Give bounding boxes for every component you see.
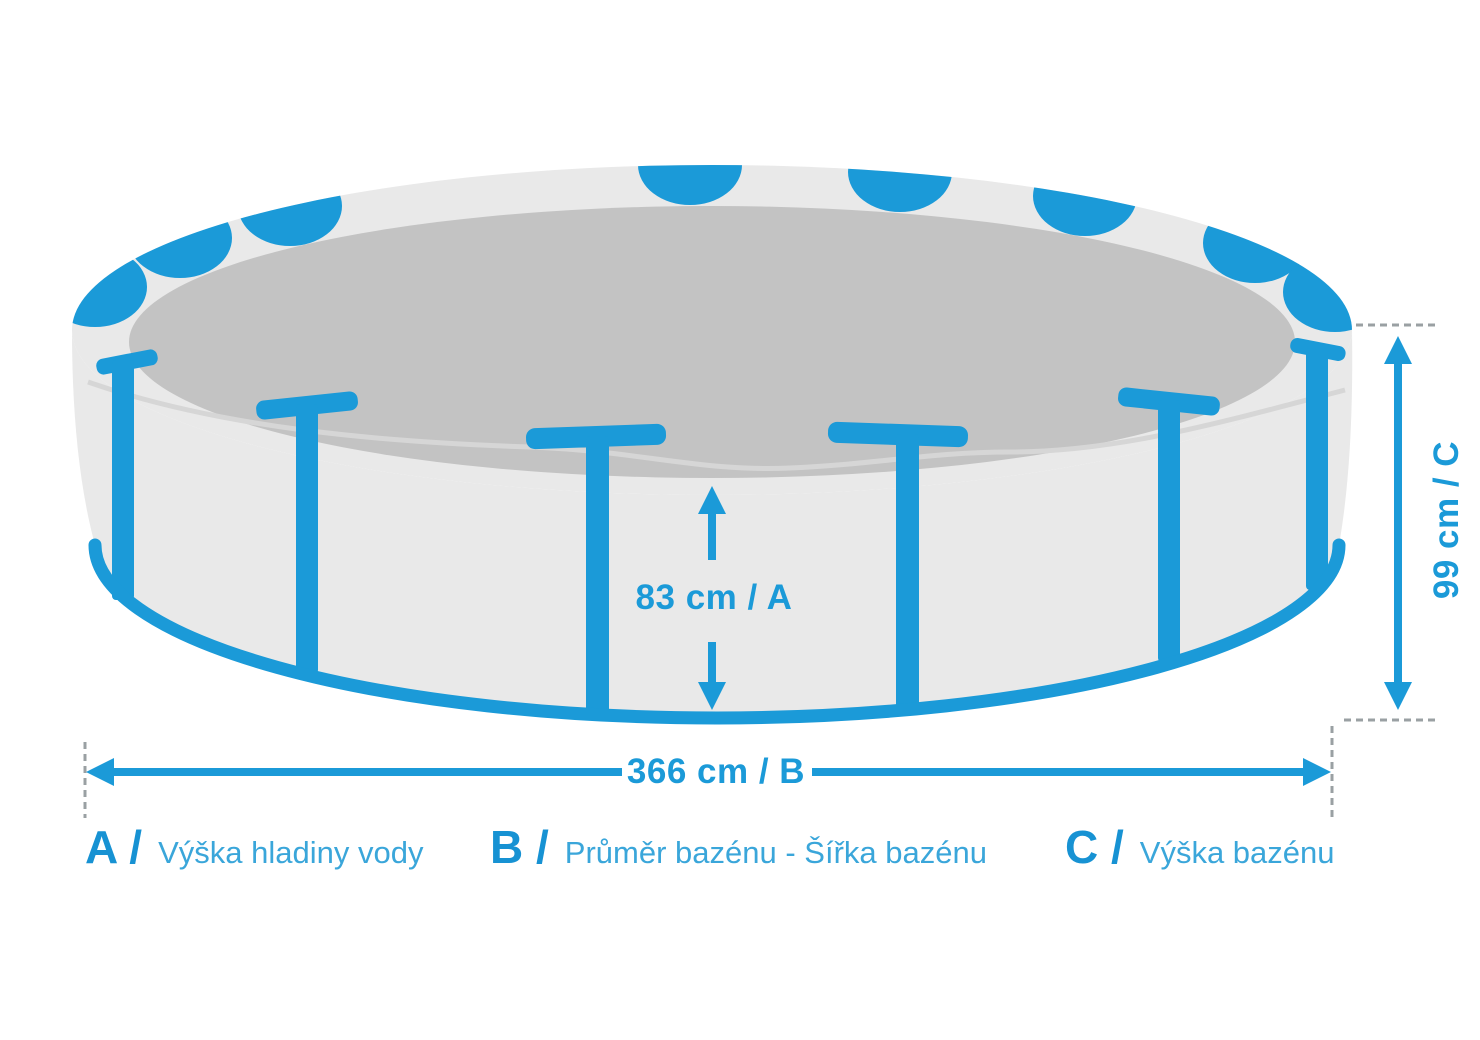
dimension-label-water-height: 83 cm / A [635, 578, 793, 617]
bottom-rail [88, 538, 1346, 725]
legend-item-c: C / Výška bazénu [1065, 820, 1335, 874]
water-surface [129, 206, 1295, 478]
wall-wave-line [87, 379, 1346, 471]
legend-letter-c: C / [1065, 821, 1124, 873]
dimension-label-pool-height: 99 cm / C [1427, 440, 1466, 600]
pool-rim [72, 165, 1352, 495]
legend-letter-b: B / [490, 821, 549, 873]
legend-item-b: B / Průměr bazénu - Šířka bazénu [490, 820, 987, 874]
extent-lines [83, 323, 1437, 818]
dimension-c-arrow [1384, 336, 1412, 710]
dimension-b-arrow [86, 758, 1331, 786]
legend-text-c: Výška bazénu [1139, 835, 1335, 870]
legend-text-a: Výška hladiny vody [158, 835, 424, 870]
legend-item-a: A / Výška hladiny vody [85, 820, 423, 874]
legend-letter-a: A / [85, 821, 143, 873]
dimension-label-diameter: 366 cm / B [626, 752, 806, 791]
frame-legs [96, 337, 1346, 714]
legend-text-b: Průměr bazénu - Šířka bazénu [564, 835, 987, 870]
dimension-a-arrow [698, 486, 726, 710]
